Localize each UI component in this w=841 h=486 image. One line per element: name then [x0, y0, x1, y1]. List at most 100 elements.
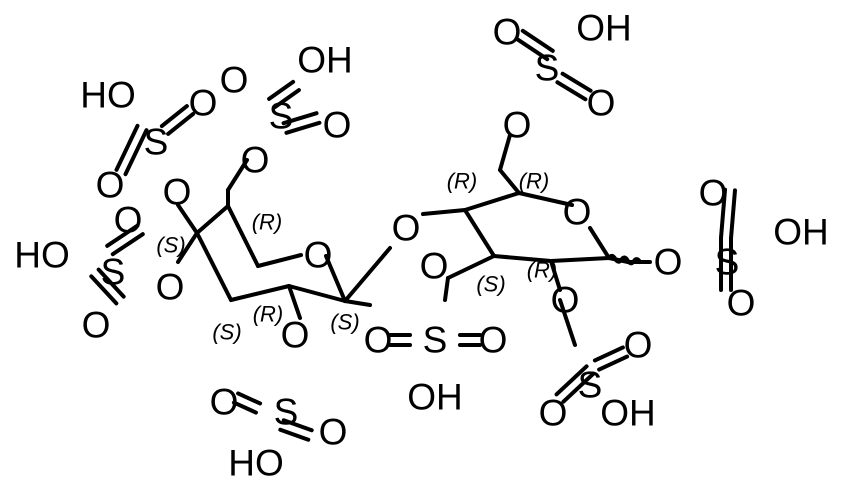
- substituent-bond: [176, 203, 199, 235]
- label-o: O: [210, 382, 239, 423]
- sulfonyl-double-bond: [281, 111, 319, 126]
- label-oh: OH: [297, 40, 353, 81]
- sulfonyl-double-bond: [560, 71, 593, 93]
- substituent-bond: [343, 299, 372, 307]
- label-o: O: [82, 305, 111, 346]
- sulfonyl-double-bond: [114, 123, 140, 172]
- label-ho: HO: [80, 75, 136, 116]
- sulfonyl-double-bond: [159, 104, 189, 129]
- label-o: O: [114, 200, 143, 241]
- label-oh: OH: [576, 8, 632, 49]
- label-o: O: [727, 283, 756, 324]
- label-o: O: [96, 165, 125, 206]
- ring-bond: [287, 284, 347, 303]
- substituent-bond: [446, 254, 496, 280]
- label-s: S: [535, 48, 560, 89]
- sulfonyl-double-bond: [236, 391, 263, 406]
- ring-bond: [324, 254, 347, 303]
- sulfonyl-double-bond: [272, 88, 301, 110]
- label-o: O: [587, 83, 616, 124]
- sulfonyl-double-bond: [123, 128, 149, 177]
- substituent-bond: [549, 259, 562, 292]
- label-o: O: [241, 140, 270, 181]
- substituent-bond: [443, 276, 450, 302]
- label-s: S: [423, 320, 448, 361]
- substituent-bond: [558, 298, 577, 347]
- sulfonyl-double-bond: [515, 37, 550, 62]
- stereo-descriptor: (R): [527, 258, 558, 283]
- sulfonyl-double-bond: [96, 267, 126, 299]
- sulfonyl-double-bond: [231, 400, 258, 415]
- label-o: O: [420, 246, 449, 287]
- stereo-descriptor: (R): [253, 302, 284, 327]
- sulfonyl-double-bond: [592, 345, 625, 363]
- substituent-bond: [343, 246, 392, 303]
- label-s: S: [715, 242, 740, 283]
- sulfonyl-double-bond: [597, 354, 630, 372]
- ring-bond: [492, 254, 553, 263]
- label-ring-o: O: [563, 192, 592, 233]
- label-oh: OH: [773, 212, 829, 253]
- label-o: O: [281, 315, 310, 356]
- label-o: O: [220, 60, 249, 101]
- ring-bond: [517, 191, 574, 207]
- ring-bond: [195, 204, 230, 235]
- sulfonyl-double-bond: [278, 427, 311, 442]
- sulfonyl-double-bond: [281, 418, 314, 433]
- stereo-descriptor: (S): [476, 272, 505, 297]
- stereo-descriptor: (R): [252, 210, 283, 235]
- label-o: O: [699, 173, 728, 214]
- stereo-descriptor: (S): [330, 310, 359, 335]
- stereo-descriptor: (S): [156, 233, 185, 258]
- ring-bond: [256, 253, 303, 268]
- sulfonyl-double-bond: [728, 188, 737, 241]
- label-o: O: [624, 325, 653, 366]
- stereo-descriptor: (S): [212, 320, 241, 345]
- label-o: O: [189, 83, 218, 124]
- ring-bond: [195, 231, 233, 302]
- label-oh: OH: [600, 393, 656, 434]
- ring-bond: [463, 191, 521, 212]
- sulfonyl-double-bond: [561, 371, 596, 404]
- label-s: S: [101, 252, 126, 293]
- label-ho: HO: [14, 235, 70, 276]
- label-o: O: [323, 105, 352, 146]
- sulfonyl-double-bond: [267, 79, 296, 101]
- substituent-bond: [287, 284, 302, 320]
- stereo-descriptor: (R): [447, 169, 478, 194]
- label-s: S: [578, 365, 603, 406]
- label-o: O: [503, 105, 532, 146]
- substituent-bond: [498, 168, 521, 195]
- label-o: O: [551, 280, 580, 321]
- ring-bond: [549, 256, 611, 263]
- sulfonyl-double-bond: [110, 232, 145, 257]
- sulfonyl-double-bond: [89, 274, 119, 306]
- label-s: S: [144, 122, 169, 163]
- stereo-descriptor: (R): [519, 169, 550, 194]
- label-o: O: [163, 172, 192, 213]
- substituent-bond: [498, 133, 512, 172]
- sulfonyl-double-bond: [520, 28, 555, 53]
- sulfonyl-double-bond: [166, 111, 196, 136]
- sulfonyl-double-bond: [284, 120, 322, 135]
- label-o: O: [654, 242, 683, 283]
- wavy-bond: [607, 253, 642, 266]
- ring-bond: [229, 284, 291, 302]
- label-o: O: [364, 320, 393, 361]
- label-bridge-o: O: [392, 208, 421, 249]
- sulfonyl-double-bond: [555, 80, 588, 102]
- label-o: O: [539, 393, 568, 434]
- substituent-bond: [176, 231, 199, 264]
- substituent-bond: [421, 208, 467, 216]
- label-o: O: [493, 12, 522, 53]
- ring-bond: [588, 226, 611, 260]
- sulfonyl-double-bond: [105, 223, 140, 248]
- substituent-bond: [226, 158, 249, 192]
- sulfonyl-double-bond: [719, 187, 728, 240]
- label-ho: HO: [228, 443, 284, 484]
- label-o: O: [156, 267, 185, 308]
- label-s: S: [274, 392, 299, 433]
- bond-lines: [89, 28, 737, 442]
